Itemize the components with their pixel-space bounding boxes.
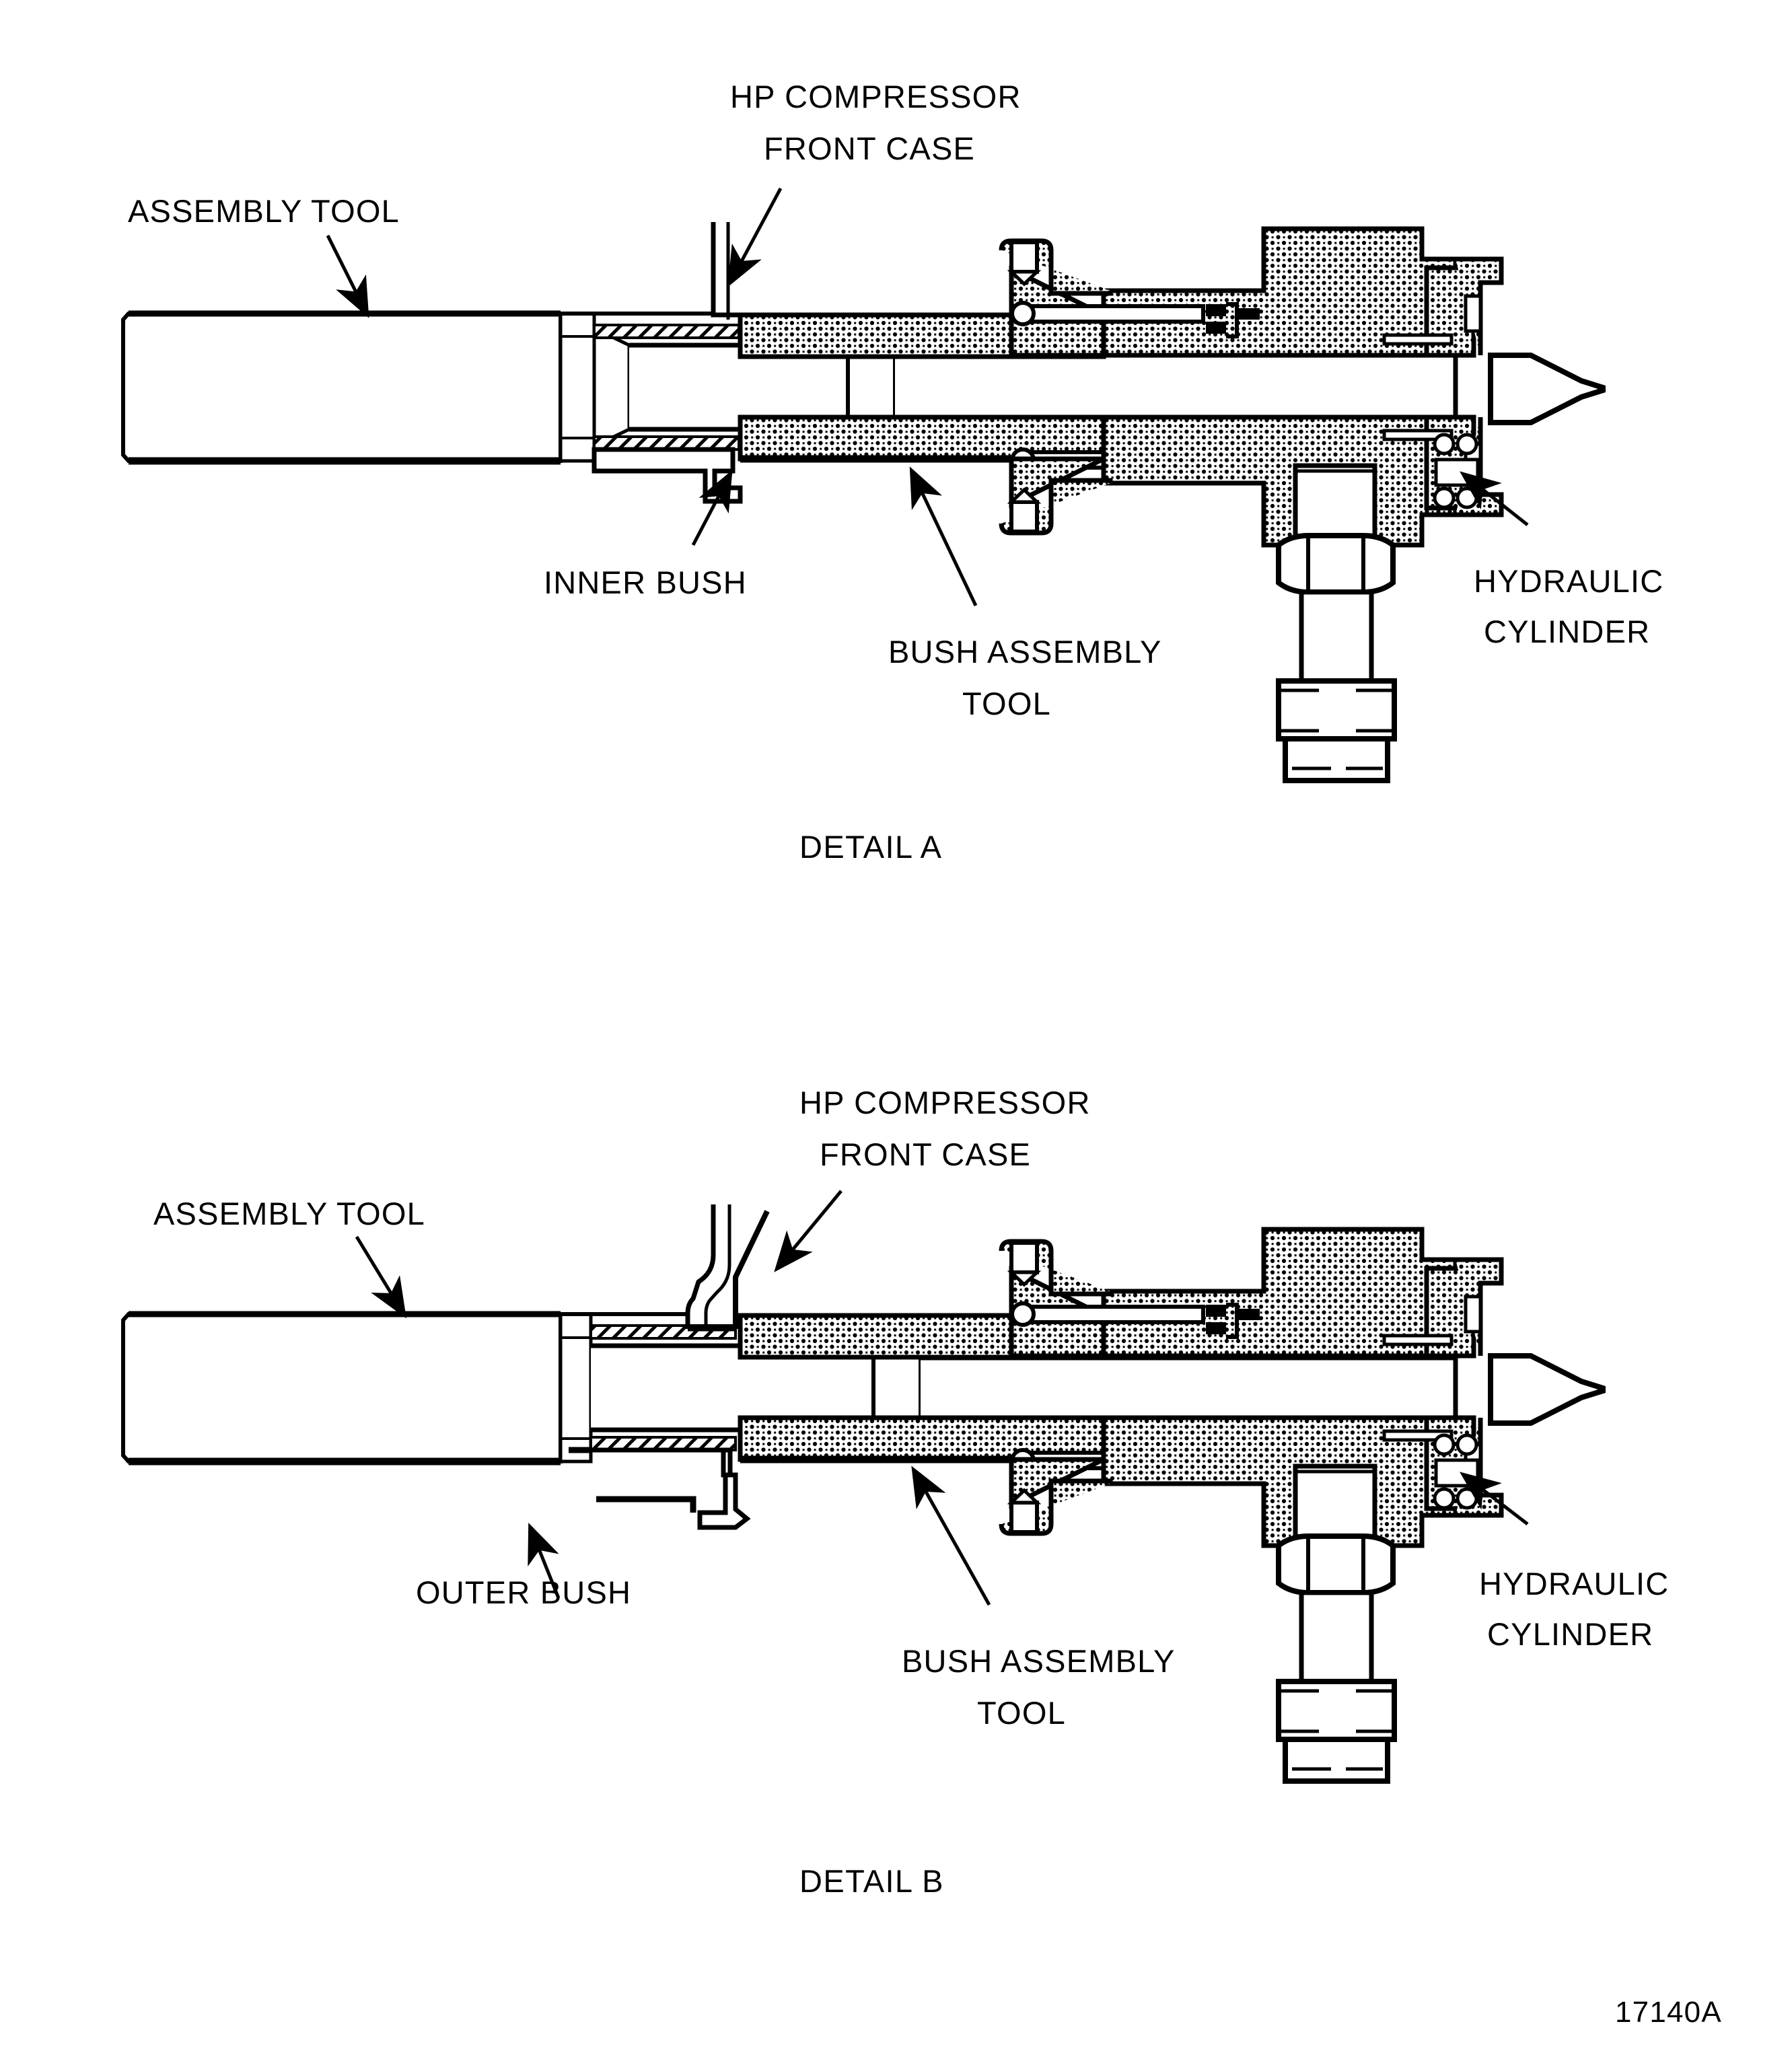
detail-b-label-assembly-tool: ASSEMBLY TOOL <box>153 1196 425 1231</box>
detail-a-leaders <box>326 187 1529 607</box>
detail-a-inner-bush <box>592 324 743 504</box>
detail-a-label-bush-tool-line1: BUSH ASSEMBLY <box>888 634 1162 670</box>
detail-a-caption: DETAIL A <box>799 829 942 865</box>
detail-b-assembly-tool <box>121 1311 563 1466</box>
detail-b-hp-compressor-front-case <box>561 1204 770 1332</box>
detail-a-label-hp-case-line1: HP COMPRESSOR <box>730 79 1022 114</box>
detail-a-hydraulic-port-fitting <box>1276 463 1397 783</box>
detail-a-label-hp-case-line2: FRONT CASE <box>764 131 975 166</box>
drawing-number: 17140A <box>1615 1996 1722 2029</box>
detail-a-assembly-tool <box>121 310 563 465</box>
detail-a-hydraulic-cylinder <box>999 226 1606 783</box>
detail-a-label-bush-tool-line2: TOOL <box>962 686 1051 721</box>
detail-b-label-hyd-cyl-line2: CYLINDER <box>1487 1616 1653 1652</box>
detail-b-label-bush-tool-line1: BUSH ASSEMBLY <box>902 1643 1176 1679</box>
detail-a-label-assembly-tool: ASSEMBLY TOOL <box>128 193 400 229</box>
detail-b-tool-shank <box>559 1312 593 1463</box>
detail-a-group: ASSEMBLY TOOL HP COMPRESSOR FRONT CASE I… <box>121 79 1663 865</box>
detail-a-label-bush: INNER BUSH <box>544 565 747 600</box>
detail-b-group: ASSEMBLY TOOL HP COMPRESSOR FRONT CASE O… <box>121 1085 1669 1899</box>
detail-b-hydraulic-cylinder <box>999 1227 1606 1784</box>
detail-a-label-hyd-cyl-line2: CYLINDER <box>1484 614 1650 649</box>
detail-b-leaders <box>355 1190 1529 1606</box>
detail-b-label-bush: OUTER BUSH <box>416 1575 631 1610</box>
detail-b-label-hp-case-line1: HP COMPRESSOR <box>799 1085 1091 1120</box>
detail-b-label-hyd-cyl-line1: HYDRAULIC <box>1479 1566 1669 1601</box>
detail-b-label-bush-tool-line2: TOOL <box>977 1695 1066 1731</box>
detail-b-hydraulic-port-fitting <box>1276 1463 1397 1784</box>
detail-b-caption: DETAIL B <box>799 1863 944 1899</box>
detail-a-hp-compressor-front-case <box>561 222 739 320</box>
detail-b-label-hp-case-line2: FRONT CASE <box>820 1136 1031 1172</box>
detail-a-label-hyd-cyl-line1: HYDRAULIC <box>1474 563 1663 599</box>
